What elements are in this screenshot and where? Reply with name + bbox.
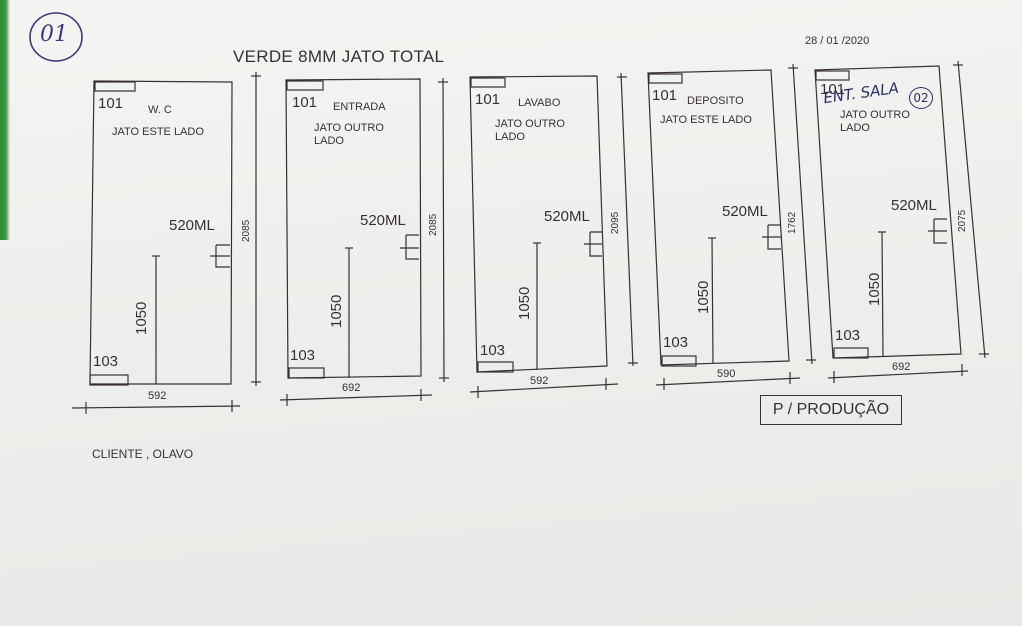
- panel-4-side-text: JATO ESTE LADO: [660, 114, 752, 126]
- panel-3-height: 2095: [610, 211, 621, 234]
- background-green-edge: [0, 0, 10, 240]
- panel-2-code-top: 101: [292, 94, 318, 111]
- panel-4-height: 1762: [787, 211, 798, 234]
- panel-3-outline: [469, 72, 638, 398]
- panel-2-room: ENTRADA: [333, 101, 386, 113]
- panel-3-code-bottom: 103: [480, 342, 506, 359]
- stamp-number: 01: [40, 22, 68, 47]
- panel-4-handle: 520ML: [722, 203, 768, 220]
- panel-1-room: W. C: [148, 104, 172, 116]
- stamp-circle: [29, 12, 83, 62]
- panel-5-handle: 520ML: [891, 197, 937, 214]
- document-title: VERDE 8MM JATO TOTAL: [233, 47, 445, 66]
- panel-1-width: 592: [148, 390, 167, 402]
- panel-3-code-top: 101: [475, 91, 501, 108]
- panel-4-outline: [647, 63, 816, 390]
- panel-3-width: 592: [530, 375, 549, 387]
- panel-2-code-bottom: 103: [290, 347, 316, 364]
- panel-1-code-bottom: 103: [93, 353, 119, 370]
- panel-4-handle-height: 1050: [695, 280, 712, 314]
- panel-1-outline: [71, 72, 261, 414]
- production-box: P / PRODUÇÃO: [760, 395, 902, 425]
- document-date: 28 / 01 /2020: [805, 35, 870, 47]
- panel-5-height: 2075: [957, 209, 968, 232]
- panel-2-height: 2085: [428, 213, 439, 236]
- panel-5-code-bottom: 103: [835, 327, 861, 344]
- panel-5-room-number: 02: [909, 87, 933, 109]
- panel-4-code-bottom: 103: [663, 334, 689, 351]
- panel-4-code-top: 101: [652, 87, 678, 104]
- panel-5-outline: [814, 60, 989, 383]
- panel-2-handle-height: 1050: [328, 294, 345, 328]
- panel-1-code-top: 101: [98, 95, 124, 112]
- panel-1-side-text: JATO ESTE LADO: [112, 126, 204, 138]
- panel-5-width: 692: [892, 361, 911, 373]
- panel-2-handle: 520ML: [360, 212, 406, 229]
- panel-2-outline: [279, 77, 449, 406]
- panel-4-width: 590: [717, 368, 736, 380]
- panel-3-handle: 520ML: [544, 208, 590, 225]
- panel-2-side-text: JATO OUTRO LADO: [314, 122, 384, 147]
- panel-1-height: 2085: [241, 219, 252, 242]
- panel-4-room: DEPOSITO: [687, 95, 744, 107]
- panel-5-handle-height: 1050: [866, 272, 883, 306]
- panel-3-room: LAVABO: [518, 97, 561, 109]
- panel-3-handle-height: 1050: [516, 286, 533, 320]
- panel-3-side-text: JATO OUTRO LADO: [495, 118, 565, 143]
- panel-5-side-text: JATO OUTRO LADO: [840, 109, 910, 134]
- panel-1-handle: 520ML: [169, 217, 215, 234]
- panel-1-handle-height: 1050: [133, 301, 150, 335]
- client-name: CLIENTE , OLAVO: [92, 447, 194, 461]
- panel-2-width: 692: [342, 382, 361, 394]
- panel-5-code-top: 101: [820, 81, 846, 98]
